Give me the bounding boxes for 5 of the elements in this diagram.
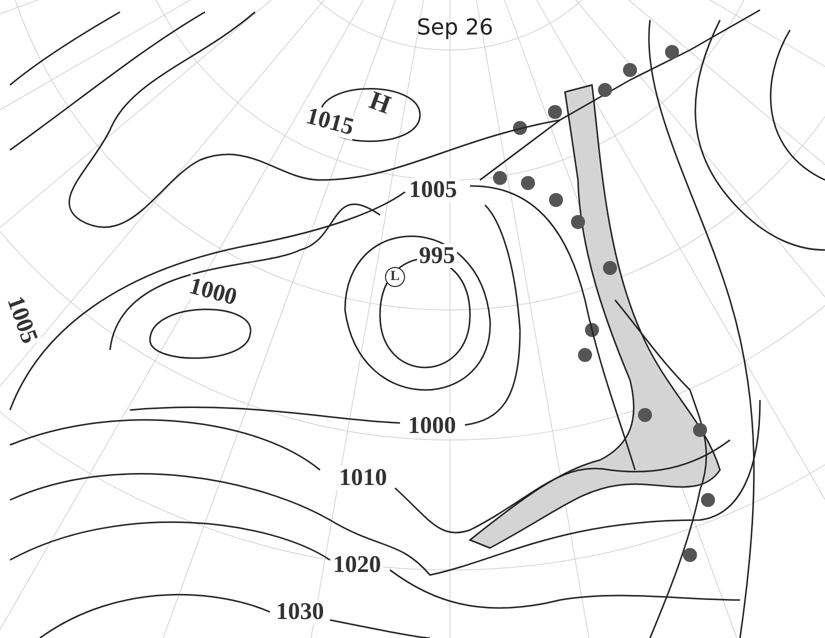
isobar-label: 1010 (337, 466, 389, 490)
map-date-title: Sep 26 (416, 16, 494, 40)
high-pressure-symbol: H (364, 86, 396, 120)
isobar-label: 995 (417, 244, 457, 268)
low-pressure-symbol: L (385, 267, 405, 287)
